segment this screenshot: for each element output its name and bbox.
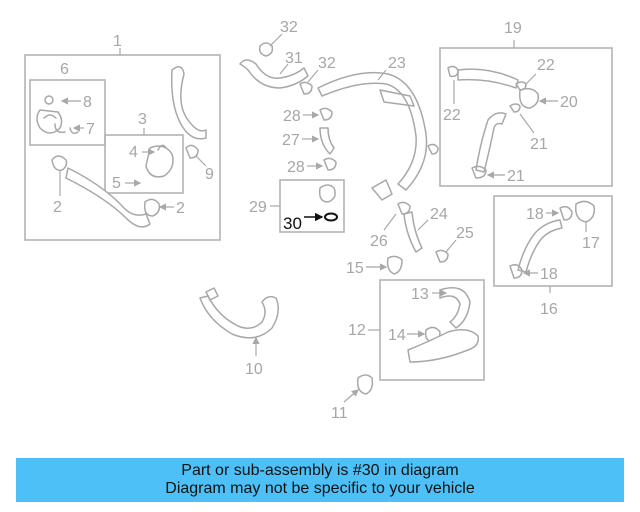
clamp-10-part — [205, 287, 219, 301]
callout-18b: 18 — [540, 266, 558, 283]
clamp-18a-part — [559, 205, 573, 221]
callout-15: 15 — [346, 260, 364, 277]
clamp-32b-part — [299, 81, 313, 95]
bracket-26-part — [371, 179, 393, 201]
upper-hose-part — [170, 66, 207, 140]
coolant-pump-part — [143, 198, 161, 217]
callout-8: 8 — [83, 94, 92, 111]
callout-2b: 2 — [176, 200, 185, 217]
callout-18a: 18 — [526, 206, 544, 223]
callout-1: 1 — [113, 33, 122, 50]
callout-20: 20 — [560, 94, 578, 111]
group-box-1 — [24, 54, 221, 241]
callout-27: 27 — [282, 132, 300, 149]
callout-25: 25 — [456, 225, 474, 242]
clamp-21b-part — [509, 103, 521, 113]
hose-clamp-part — [54, 123, 79, 135]
hose-13-part — [439, 287, 471, 329]
callout-2a: 2 — [53, 199, 62, 216]
group-box-16 — [493, 195, 613, 287]
callout-21a: 21 — [530, 136, 548, 153]
callout-16: 16 — [540, 301, 558, 318]
hose-24-part — [403, 211, 423, 253]
callout-5: 5 — [112, 175, 121, 192]
callout-26: 26 — [370, 233, 388, 250]
group-box-6 — [29, 79, 106, 146]
callout-32a: 32 — [280, 19, 298, 36]
group-box-19 — [439, 47, 613, 187]
callout-21b: 21 — [507, 168, 525, 185]
callout-32b: 32 — [318, 55, 336, 72]
callout-30: 30 — [283, 214, 302, 233]
callout-28a: 28 — [283, 108, 301, 125]
callout-11: 11 — [331, 405, 348, 422]
callout-3: 3 — [138, 111, 147, 128]
hose-27-part — [319, 127, 335, 155]
callout-23: 23 — [388, 55, 406, 72]
caption-banner: Part or sub-assembly is #30 in diagram D… — [16, 458, 624, 502]
callout-14: 14 — [388, 327, 406, 344]
fitting-17-part — [574, 200, 596, 223]
callout-28b: 28 — [287, 159, 305, 176]
seal-30-part — [324, 212, 338, 222]
callout-7: 7 — [86, 121, 95, 138]
callout-24: 24 — [430, 206, 448, 223]
clamp-28a-part — [319, 107, 333, 121]
pipe-connector-part — [51, 155, 68, 172]
clamp-22b-part — [515, 81, 527, 91]
callout-13: 13 — [411, 286, 429, 303]
clamp-21-part — [471, 165, 487, 179]
caption-line-2: Diagram may not be specific to your vehi… — [165, 480, 475, 497]
hose-31-part — [239, 59, 309, 89]
hose-22-part — [457, 68, 519, 89]
clamp-26-part — [397, 201, 411, 215]
callout-4: 4 — [129, 144, 138, 161]
hose-16-part — [517, 219, 563, 273]
callout-6: 6 — [60, 61, 69, 78]
callout-31: 31 — [285, 50, 303, 67]
clamp-18b-part — [509, 263, 523, 279]
clamp-25-part — [435, 249, 449, 263]
bracket-15-part — [386, 255, 403, 275]
callout-22a: 22 — [443, 107, 461, 124]
pipe-12-part — [407, 329, 480, 363]
throttle-housing-part — [36, 95, 63, 134]
clamp-23b-part — [427, 143, 439, 155]
clamp-32a-part — [258, 42, 274, 57]
pipe-branch-part — [379, 89, 415, 107]
clamp-22-part — [447, 65, 459, 78]
hose-10-part — [199, 295, 279, 339]
housing-29-part — [318, 184, 336, 203]
bracket-11-part — [356, 374, 374, 395]
callout-19: 19 — [504, 20, 522, 37]
callout-22b: 22 — [537, 57, 555, 74]
callout-29: 29 — [249, 199, 267, 216]
connector-20-part — [518, 87, 540, 109]
callout-9: 9 — [205, 166, 214, 183]
clamp-28b-part — [323, 157, 337, 171]
callout-10: 10 — [245, 361, 263, 378]
callout-17: 17 — [582, 235, 600, 252]
caption-line-1: Part or sub-assembly is #30 in diagram — [181, 462, 459, 479]
thermostat-part — [145, 144, 174, 178]
main-pipe-23-part — [317, 71, 428, 191]
lower-hose-part — [65, 167, 151, 228]
callout-12: 12 — [348, 322, 366, 339]
hose-21-part — [475, 112, 507, 173]
bracket-part-9 — [185, 144, 199, 159]
